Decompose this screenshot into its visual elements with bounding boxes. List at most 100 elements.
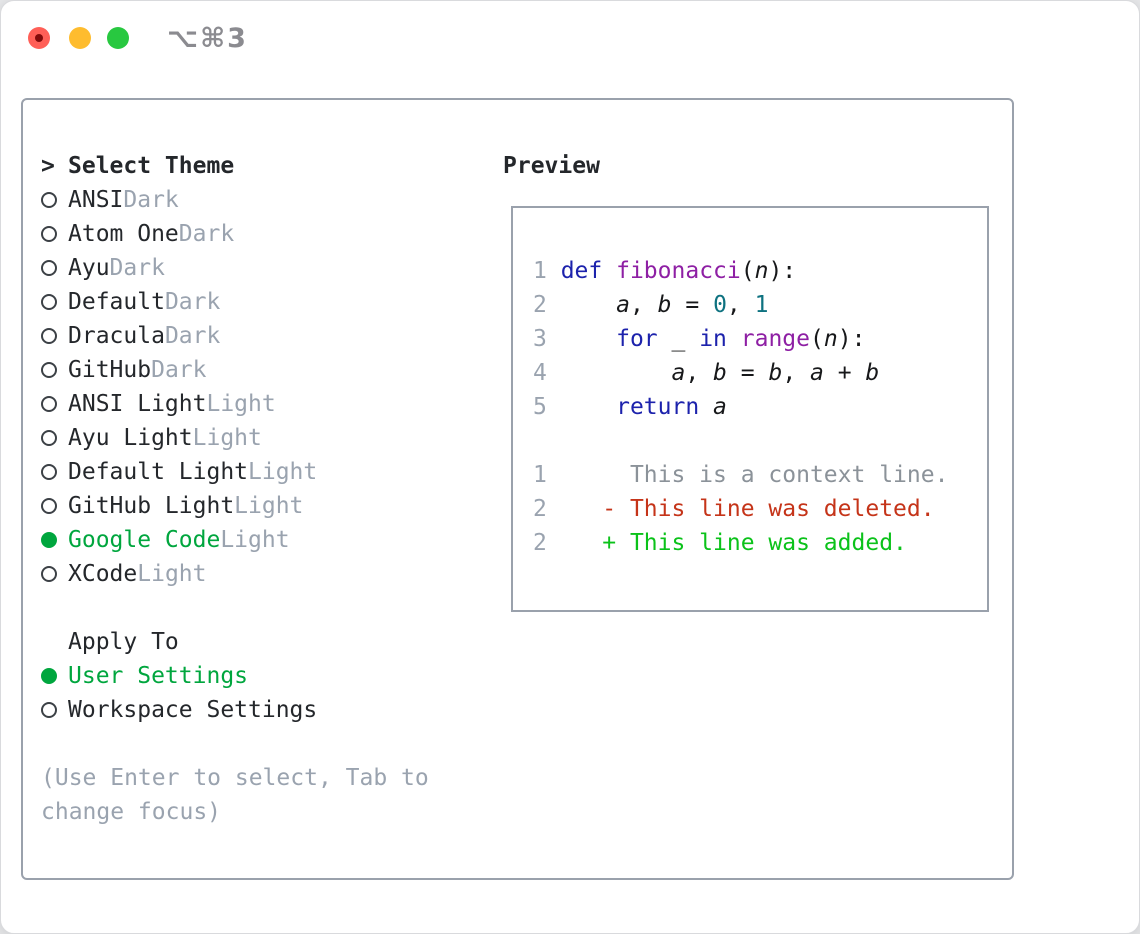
radio-selected-icon: [41, 532, 68, 548]
apply-option-user-settings[interactable]: User Settings: [41, 659, 476, 693]
code-token: ,: [629, 292, 658, 318]
theme-name: Google Code: [68, 527, 221, 553]
theme-variant: Light: [137, 561, 207, 587]
radio-icon: [41, 362, 68, 378]
code-token: (: [810, 326, 824, 352]
theme-variant: Light: [206, 391, 276, 417]
code-line: 2 a, b = 0, 1: [533, 288, 987, 322]
theme-variant: Dark: [164, 323, 221, 349]
code-token: ,: [685, 360, 714, 386]
radio-icon: [41, 566, 68, 582]
radio-circle: [41, 566, 57, 582]
theme-name: Default: [68, 289, 165, 315]
theme-option-xcode[interactable]: XCode Light: [41, 557, 476, 591]
radio-circle: [41, 192, 57, 208]
code-token: b: [768, 360, 783, 386]
radio-circle: [41, 464, 57, 480]
apply-option-workspace-settings[interactable]: Workspace Settings: [41, 693, 476, 727]
theme-name: Ayu: [68, 255, 110, 281]
theme-option-default-light[interactable]: Default Light Light: [41, 455, 476, 489]
select-theme-title: Select Theme: [68, 153, 235, 179]
code-token: [561, 292, 616, 318]
select-theme-header: > Select Theme: [41, 149, 476, 183]
code-token: a: [616, 292, 630, 318]
preview-title: Preview: [503, 153, 600, 179]
line-number: 2: [533, 530, 547, 556]
code-token: ,: [726, 292, 755, 318]
radio-circle: [41, 498, 57, 514]
theme-option-dracula[interactable]: Dracula Dark: [41, 319, 476, 353]
code-token: for: [616, 326, 658, 352]
code-token: fibonacci: [616, 258, 741, 284]
record-dot-icon: [35, 34, 43, 42]
code-token: return: [616, 394, 700, 420]
radio-circle: [41, 362, 57, 378]
diff-line-context: 1 This is a context line.: [533, 458, 987, 492]
code-token: n: [754, 258, 769, 284]
code-token: [561, 394, 616, 420]
code-token: +: [823, 360, 866, 386]
window-shortcut-label: ⌥⌘3: [167, 23, 248, 54]
apply-option-label: User Settings: [68, 663, 249, 689]
radio-circle: [41, 430, 57, 446]
code-token: _: [657, 326, 700, 352]
theme-variant: Dark: [151, 357, 207, 383]
theme-option-ansi[interactable]: ANSI Dark: [41, 183, 476, 217]
radio-circle: [41, 396, 57, 412]
diff-text: + This line was added.: [546, 530, 907, 556]
radio-icon: [41, 430, 68, 446]
theme-option-default[interactable]: Default Dark: [41, 285, 476, 319]
theme-option-ansi-light[interactable]: ANSI Light Light: [41, 387, 476, 421]
line-number: 4: [533, 360, 561, 386]
theme-option-github-light[interactable]: GitHub Light Light: [41, 489, 476, 523]
code-token: a: [810, 360, 824, 386]
radio-circle: [41, 328, 57, 344]
zoom-button[interactable]: [107, 27, 129, 49]
code-token: 1: [754, 292, 769, 318]
theme-option-atom-one[interactable]: Atom One Dark: [41, 217, 476, 251]
theme-name: ANSI Light: [68, 391, 207, 417]
code-token: n: [823, 326, 838, 352]
line-number: 5: [533, 394, 561, 420]
code-token: [727, 326, 741, 352]
theme-name: Ayu Light: [68, 425, 193, 451]
theme-option-ayu-light[interactable]: Ayu Light Light: [41, 421, 476, 455]
diff-line-added: 2 + This line was added.: [533, 526, 987, 560]
apply-to-title: Apply To: [68, 629, 179, 655]
radio-icon: [41, 396, 68, 412]
line-number: 3: [533, 326, 561, 352]
code-token: =: [671, 292, 714, 318]
theme-variant: Light: [192, 425, 262, 451]
code-token: b: [865, 360, 880, 386]
code-token: 0: [713, 292, 727, 318]
code-token: def: [560, 258, 603, 284]
code-token: (: [740, 258, 755, 284]
radio-circle: [41, 668, 57, 684]
theme-option-google-code[interactable]: Google Code Light: [41, 523, 476, 557]
code-token: [602, 258, 616, 284]
radio-icon: [41, 702, 68, 718]
radio-icon: [41, 226, 68, 242]
theme-option-github[interactable]: GitHub Dark: [41, 353, 476, 387]
apply-to-header: Apply To: [41, 625, 476, 659]
theme-option-ayu[interactable]: Ayu Dark: [41, 251, 476, 285]
code-token: ,: [782, 360, 811, 386]
diff-text: This is a context line.: [546, 462, 949, 488]
minimize-button[interactable]: [69, 27, 91, 49]
theme-name: Dracula: [68, 323, 165, 349]
code-line: 3 for _ in range(n):: [533, 322, 987, 356]
code-token: a: [713, 394, 727, 420]
close-button[interactable]: [28, 27, 50, 49]
code-token: b: [713, 360, 727, 386]
theme-name: Atom One: [68, 221, 179, 247]
line-number: 1: [533, 258, 561, 284]
radio-icon: [41, 464, 68, 480]
radio-circle: [41, 226, 57, 242]
radio-icon: [41, 294, 68, 310]
